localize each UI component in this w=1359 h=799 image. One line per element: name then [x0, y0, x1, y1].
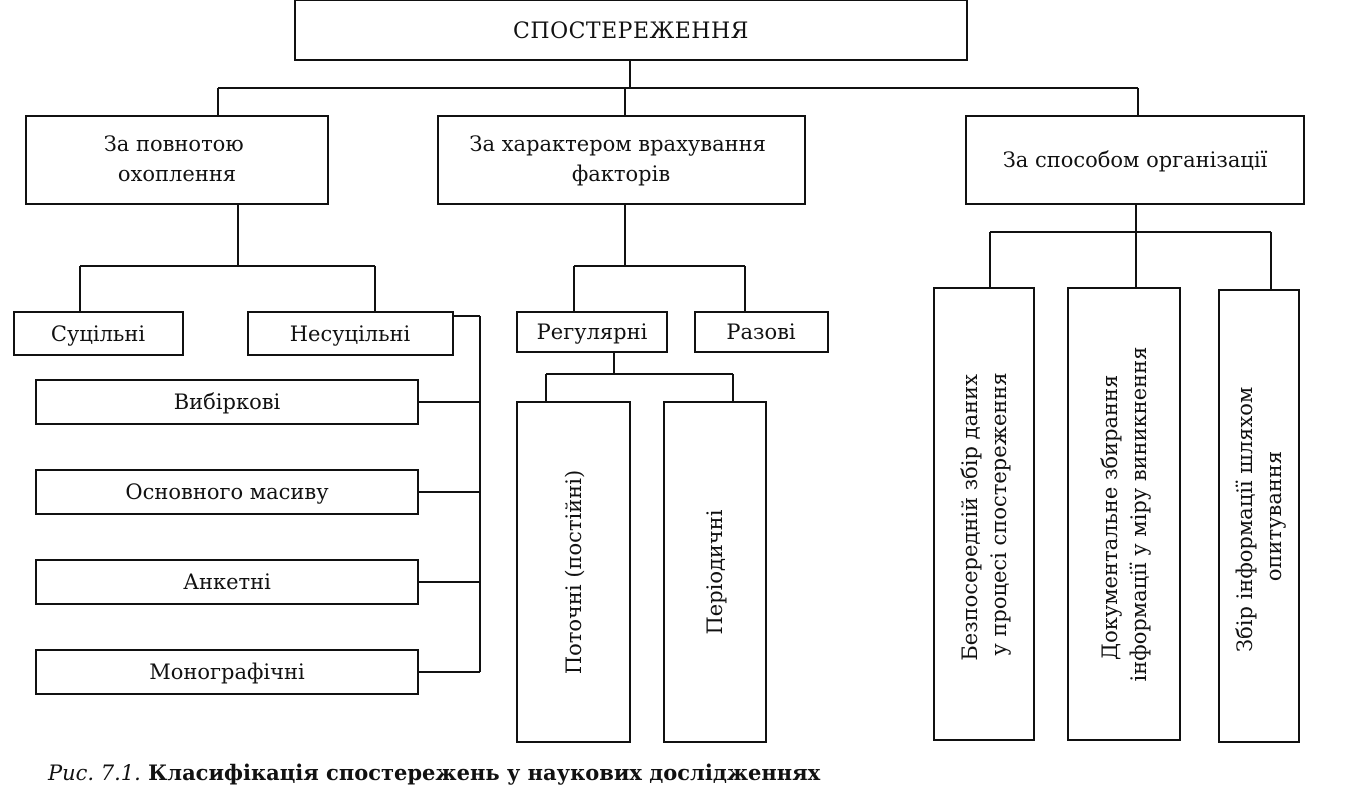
criterion-organization: За способом організації [965, 115, 1305, 205]
observation-classification-diagram: СПОСТЕРЕЖЕННЯ За повнотою охоплення За х… [13, 0, 1305, 743]
node-questionnaire: Анкетні [35, 559, 419, 605]
node-survey-collection-label: Збір інформації шляхом опитування [1233, 380, 1286, 652]
node-survey-collection: Збір інформації шляхом опитування [1218, 289, 1300, 743]
connector-lines [79, 60, 1272, 673]
node-main-array: Основного масиву [35, 469, 419, 515]
node-continuous: Суцільні [13, 311, 184, 356]
node-regular: Регулярні [516, 311, 668, 353]
node-monographic-label: Монографічні [149, 660, 305, 684]
criterion-completeness: За повнотою охоплення [25, 115, 329, 205]
node-regular-label: Регулярні [537, 320, 648, 344]
figure-number: Рис. 7.1. [48, 761, 141, 785]
node-continuous-label: Суцільні [51, 322, 145, 346]
figure-caption-text: Класифікація спостережень у наукових дос… [148, 760, 821, 785]
node-current-label: Поточні (постійні) [562, 470, 586, 674]
node-non-continuous: Несуцільні [247, 311, 454, 356]
node-sample: Вибіркові [35, 379, 419, 425]
node-direct-collection-label: Безпосередній збір даних у процесі спост… [958, 367, 1011, 660]
node-main-array-label: Основного масиву [125, 480, 329, 504]
node-periodic-label: Періодичні [703, 509, 727, 634]
node-documentary-collection: Документальне збирання інформації у міру… [1067, 287, 1181, 741]
node-monographic: Монографічні [35, 649, 419, 695]
node-questionnaire-label: Анкетні [183, 570, 271, 594]
node-periodic: Періодичні [663, 401, 767, 743]
root-node: СПОСТЕРЕЖЕННЯ [294, 0, 968, 61]
criterion-organization-label: За способом організації [1003, 148, 1268, 172]
node-non-continuous-label: Несуцільні [290, 322, 411, 346]
figure-caption: Рис. 7.1. Класифікація спостережень у на… [48, 760, 820, 785]
root-label: СПОСТЕРЕЖЕННЯ [513, 19, 749, 44]
criterion-factors: За характером врахування факторів [437, 115, 806, 205]
criterion-factors-label: За характером врахування факторів [469, 132, 772, 186]
node-documentary-collection-label: Документальне збирання інформації у міру… [1098, 347, 1151, 682]
node-direct-collection: Безпосередній збір даних у процесі спост… [933, 287, 1035, 741]
node-one-time: Разові [694, 311, 829, 353]
node-sample-label: Вибіркові [174, 390, 281, 414]
node-current: Поточні (постійні) [516, 401, 631, 743]
node-one-time-label: Разові [726, 320, 796, 344]
criterion-completeness-label: За повнотою охоплення [104, 132, 251, 186]
